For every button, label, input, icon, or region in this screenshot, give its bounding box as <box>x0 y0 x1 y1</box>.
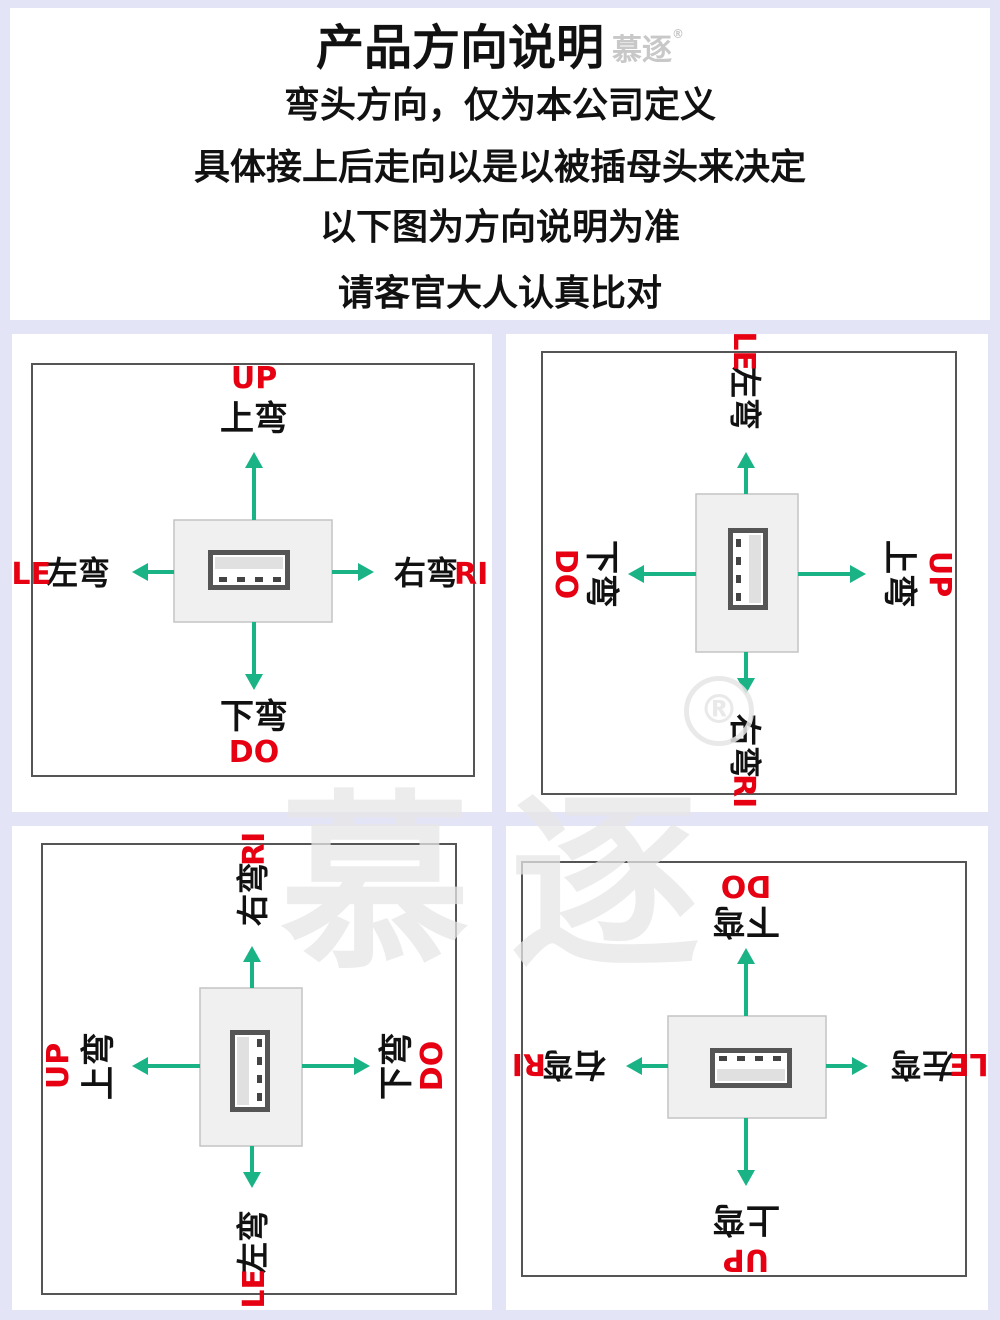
diagram-panel-3: UP 上弯 下弯 DO 左弯 LE 右弯 RI <box>12 826 492 1310</box>
arrow-left <box>132 563 174 581</box>
arrow-right <box>737 652 755 694</box>
arrow-up <box>245 452 263 520</box>
diagram-panel-4: UP 上弯 下弯 DO 左弯 LE 右弯 RI <box>506 826 989 1310</box>
right-code-label: RI <box>512 1046 546 1081</box>
arrow-up <box>798 565 866 583</box>
right-code-label: RI <box>454 557 488 592</box>
arrow-up <box>132 1057 200 1075</box>
right-code-label: RI <box>726 774 761 808</box>
arrow-left <box>737 452 755 494</box>
left-label: 左弯 <box>234 1210 272 1274</box>
arrow-down <box>628 565 696 583</box>
arrow-right <box>243 946 261 988</box>
down-label: 下弯 <box>220 697 288 737</box>
right-label: 右弯 <box>394 554 458 592</box>
down-label: 下弯 <box>712 901 780 941</box>
subtitle-line-1: 弯头方向，仅为本公司定义 <box>283 85 716 126</box>
up-label: 上弯 <box>220 399 288 439</box>
down-label: 下弯 <box>581 540 621 608</box>
arrow-right <box>332 563 374 581</box>
direction-group: UP 上弯 下弯 DO 左弯 LE 右弯 RI <box>548 331 957 808</box>
subtitle-line-2: 具体接上后走向以是以被插母头来决定 <box>193 147 806 188</box>
panel-frame <box>41 843 457 1295</box>
up-code-label: UP <box>723 1242 769 1277</box>
panel-frame <box>31 363 475 777</box>
usb-port-icon <box>710 1048 792 1088</box>
title-text: 产品方向说明 <box>315 20 604 76</box>
direction-group: UP 上弯 下弯 DO 左弯 LE 右弯 RI <box>41 832 450 1309</box>
right-code-label: RI <box>237 832 272 866</box>
right-label: 右弯 <box>542 1046 606 1084</box>
up-code-label: UP <box>922 551 957 597</box>
diagram-panel-2: UP 上弯 下弯 DO 左弯 LE 右弯 RI <box>506 331 988 812</box>
usb-port-icon <box>728 528 768 610</box>
diagram-2: UP 上弯 下弯 DO 左弯 LE 右弯 RI <box>541 331 957 808</box>
registered-mark: ® <box>672 27 684 41</box>
arrow-down <box>737 948 755 1016</box>
usb-port-icon <box>208 550 290 590</box>
left-label: 左弯 <box>46 554 110 592</box>
left-label: 左弯 <box>890 1046 954 1084</box>
panel-frame <box>541 351 957 795</box>
down-code-label: DO <box>229 735 279 770</box>
arrow-up <box>737 1118 755 1186</box>
diagram-4: UP 上弯 下弯 DO 左弯 LE 右弯 RI <box>512 861 989 1277</box>
down-label: 下弯 <box>377 1032 417 1100</box>
arrow-down <box>245 622 263 690</box>
down-code-label: DO <box>548 549 583 599</box>
arrow-right <box>626 1057 668 1075</box>
diagram-1: UP 上弯 下弯 DO 左弯 LE 右弯 RI <box>11 361 488 777</box>
diagram-3: UP 上弯 下弯 DO 左弯 LE 右弯 RI <box>41 832 457 1309</box>
up-label: 上弯 <box>712 1199 780 1239</box>
left-label: 左弯 <box>726 366 764 430</box>
left-code-label: LE <box>949 1046 988 1081</box>
header-panel <box>10 8 990 320</box>
direction-group: UP 上弯 下弯 DO 左弯 LE 右弯 RI <box>11 361 488 770</box>
watermark-logo: 慕逐 <box>280 774 741 995</box>
direction-group: UP 上弯 下弯 DO 左弯 LE 右弯 RI <box>512 868 989 1277</box>
usb-port-icon <box>230 1030 270 1112</box>
up-code-label: UP <box>41 1043 76 1089</box>
up-label: 上弯 <box>79 1032 119 1100</box>
up-code-label: UP <box>231 361 277 396</box>
diagram-panel-1: UP 上弯 下弯 DO 左弯 LE 右弯 RI <box>11 334 492 812</box>
left-code-label: LE <box>726 334 761 371</box>
page-title: 产品方向说明慕逐® <box>0 8 1000 78</box>
up-label: 上弯 <box>879 540 919 608</box>
left-code-label: LE <box>237 1269 272 1309</box>
watermark-registered-icon: ® <box>684 676 754 746</box>
arrow-left <box>243 1146 261 1188</box>
left-code-label: LE <box>12 557 51 592</box>
arrow-left <box>826 1057 868 1075</box>
brand-logo: 慕逐 <box>612 33 672 68</box>
down-code-label: DO <box>415 1041 450 1091</box>
panel-frame <box>521 861 967 1277</box>
down-code-label: DO <box>721 868 771 903</box>
right-label: 右弯 <box>234 862 272 926</box>
subtitle-line-3: 以下图为方向说明为准 <box>319 207 680 248</box>
arrow-down <box>302 1057 370 1075</box>
subtitle-line-4: 请客官大人认真比对 <box>337 273 662 314</box>
